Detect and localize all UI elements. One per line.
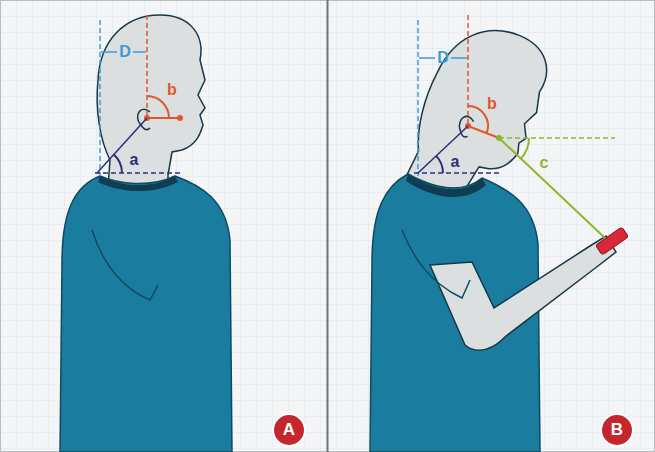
distance-label: D [437, 49, 449, 67]
angle-label: b [487, 95, 497, 113]
panel-badge: A [272, 413, 306, 447]
panel-letter: B [611, 421, 623, 439]
figure-a [60, 15, 232, 452]
angle-label: c [540, 154, 549, 172]
angle-label: a [130, 151, 139, 169]
distance-label: D [119, 43, 131, 61]
angle-label: a [451, 153, 460, 171]
angle-label: b [167, 81, 177, 99]
panel-letter: A [283, 421, 295, 439]
measure-lines-b [414, 15, 615, 238]
panel-badge: B [600, 413, 634, 447]
measure-lines-a [95, 15, 183, 176]
figure-b [370, 12, 629, 452]
